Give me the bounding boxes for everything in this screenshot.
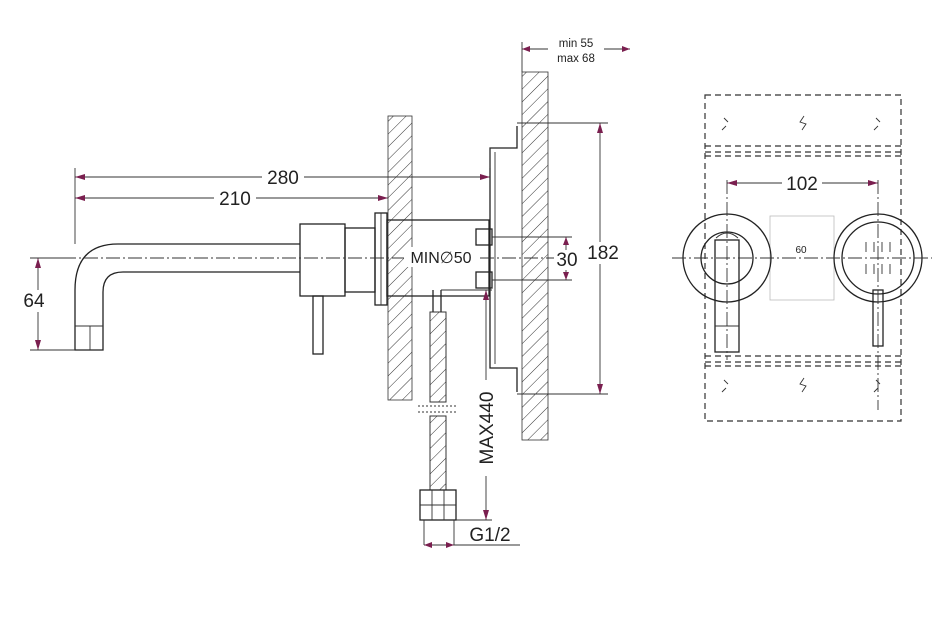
- wall-right-hatch: [521, 71, 549, 441]
- side-view: 280 210 64 MIN∅50 30 182: [22, 38, 630, 548]
- mixer-collar: [344, 227, 376, 293]
- dim-min50-label: MIN∅50: [410, 250, 471, 267]
- handle-lever: [312, 295, 324, 355]
- screw-mark-5: [799, 377, 807, 393]
- dim-64-arrow-t: [35, 258, 41, 268]
- screw-mark-6: [873, 379, 881, 393]
- dim-max440-arrow-t: [483, 290, 489, 300]
- dim-wall-arrow-r: [622, 46, 630, 52]
- dim-210-arrow-r: [378, 195, 388, 201]
- plate-60-label: 60: [795, 245, 807, 256]
- dim-max440-label: MAX440: [477, 392, 498, 465]
- dim-280-label: 280: [267, 168, 299, 189]
- dim-30-text-bg: [554, 250, 582, 270]
- screw-mark-4: [721, 379, 729, 393]
- dim-280-arrow-l: [75, 174, 85, 180]
- hose-braid-upper: [429, 311, 447, 403]
- dim-thread-arrow-l: [424, 542, 432, 548]
- dim-210-arrow-l: [75, 195, 85, 201]
- dim-wall-max-label: max 68: [557, 53, 595, 65]
- dim-wall-arrow-l: [522, 46, 530, 52]
- dim-102-label: 102: [786, 174, 818, 195]
- dim-182-arrow-b: [597, 384, 603, 394]
- dim-210-text-bg: [214, 188, 256, 208]
- dim-182-text-bg: [582, 242, 624, 264]
- hose-braid-lower: [429, 415, 447, 491]
- dim-102-arrow-l: [727, 180, 737, 186]
- dim-min50-text-bg: [404, 247, 478, 267]
- dim-30-label: 30: [556, 250, 577, 271]
- dim-280-text-bg: [262, 166, 304, 186]
- dim-wall-min-label: min 55: [559, 38, 594, 50]
- front-view: 60 102: [672, 94, 932, 422]
- dim-30-arrow-t: [563, 237, 569, 245]
- dim-64-text-bg: [22, 290, 48, 312]
- dim-30-arrow-b: [563, 272, 569, 280]
- dim-182-arrow-t: [597, 123, 603, 133]
- right-aerator-marks: [865, 242, 891, 274]
- plate-connector: [769, 215, 835, 301]
- dim-64-label: 64: [23, 291, 45, 312]
- dim-max440-arrow-b: [483, 510, 489, 520]
- dim-102-arrow-r: [868, 180, 878, 186]
- dim-280-arrow-r: [480, 174, 490, 180]
- dim-thread-arrow-r: [446, 542, 454, 548]
- dim-182-label: 182: [587, 243, 619, 264]
- screw-mark-3: [873, 117, 881, 131]
- dim-64-arrow-b: [35, 340, 41, 350]
- spout: [74, 243, 300, 351]
- screw-mark-2: [799, 115, 807, 131]
- dim-thread-label: G1/2: [469, 525, 510, 546]
- mixer-body: [299, 223, 346, 297]
- mounting-bracket: [489, 126, 518, 392]
- screw-mark-1: [721, 117, 729, 131]
- dim-102-text-bg: [782, 172, 822, 194]
- dim-210-label: 210: [219, 189, 251, 210]
- dim-max440-text-bg: [476, 380, 498, 476]
